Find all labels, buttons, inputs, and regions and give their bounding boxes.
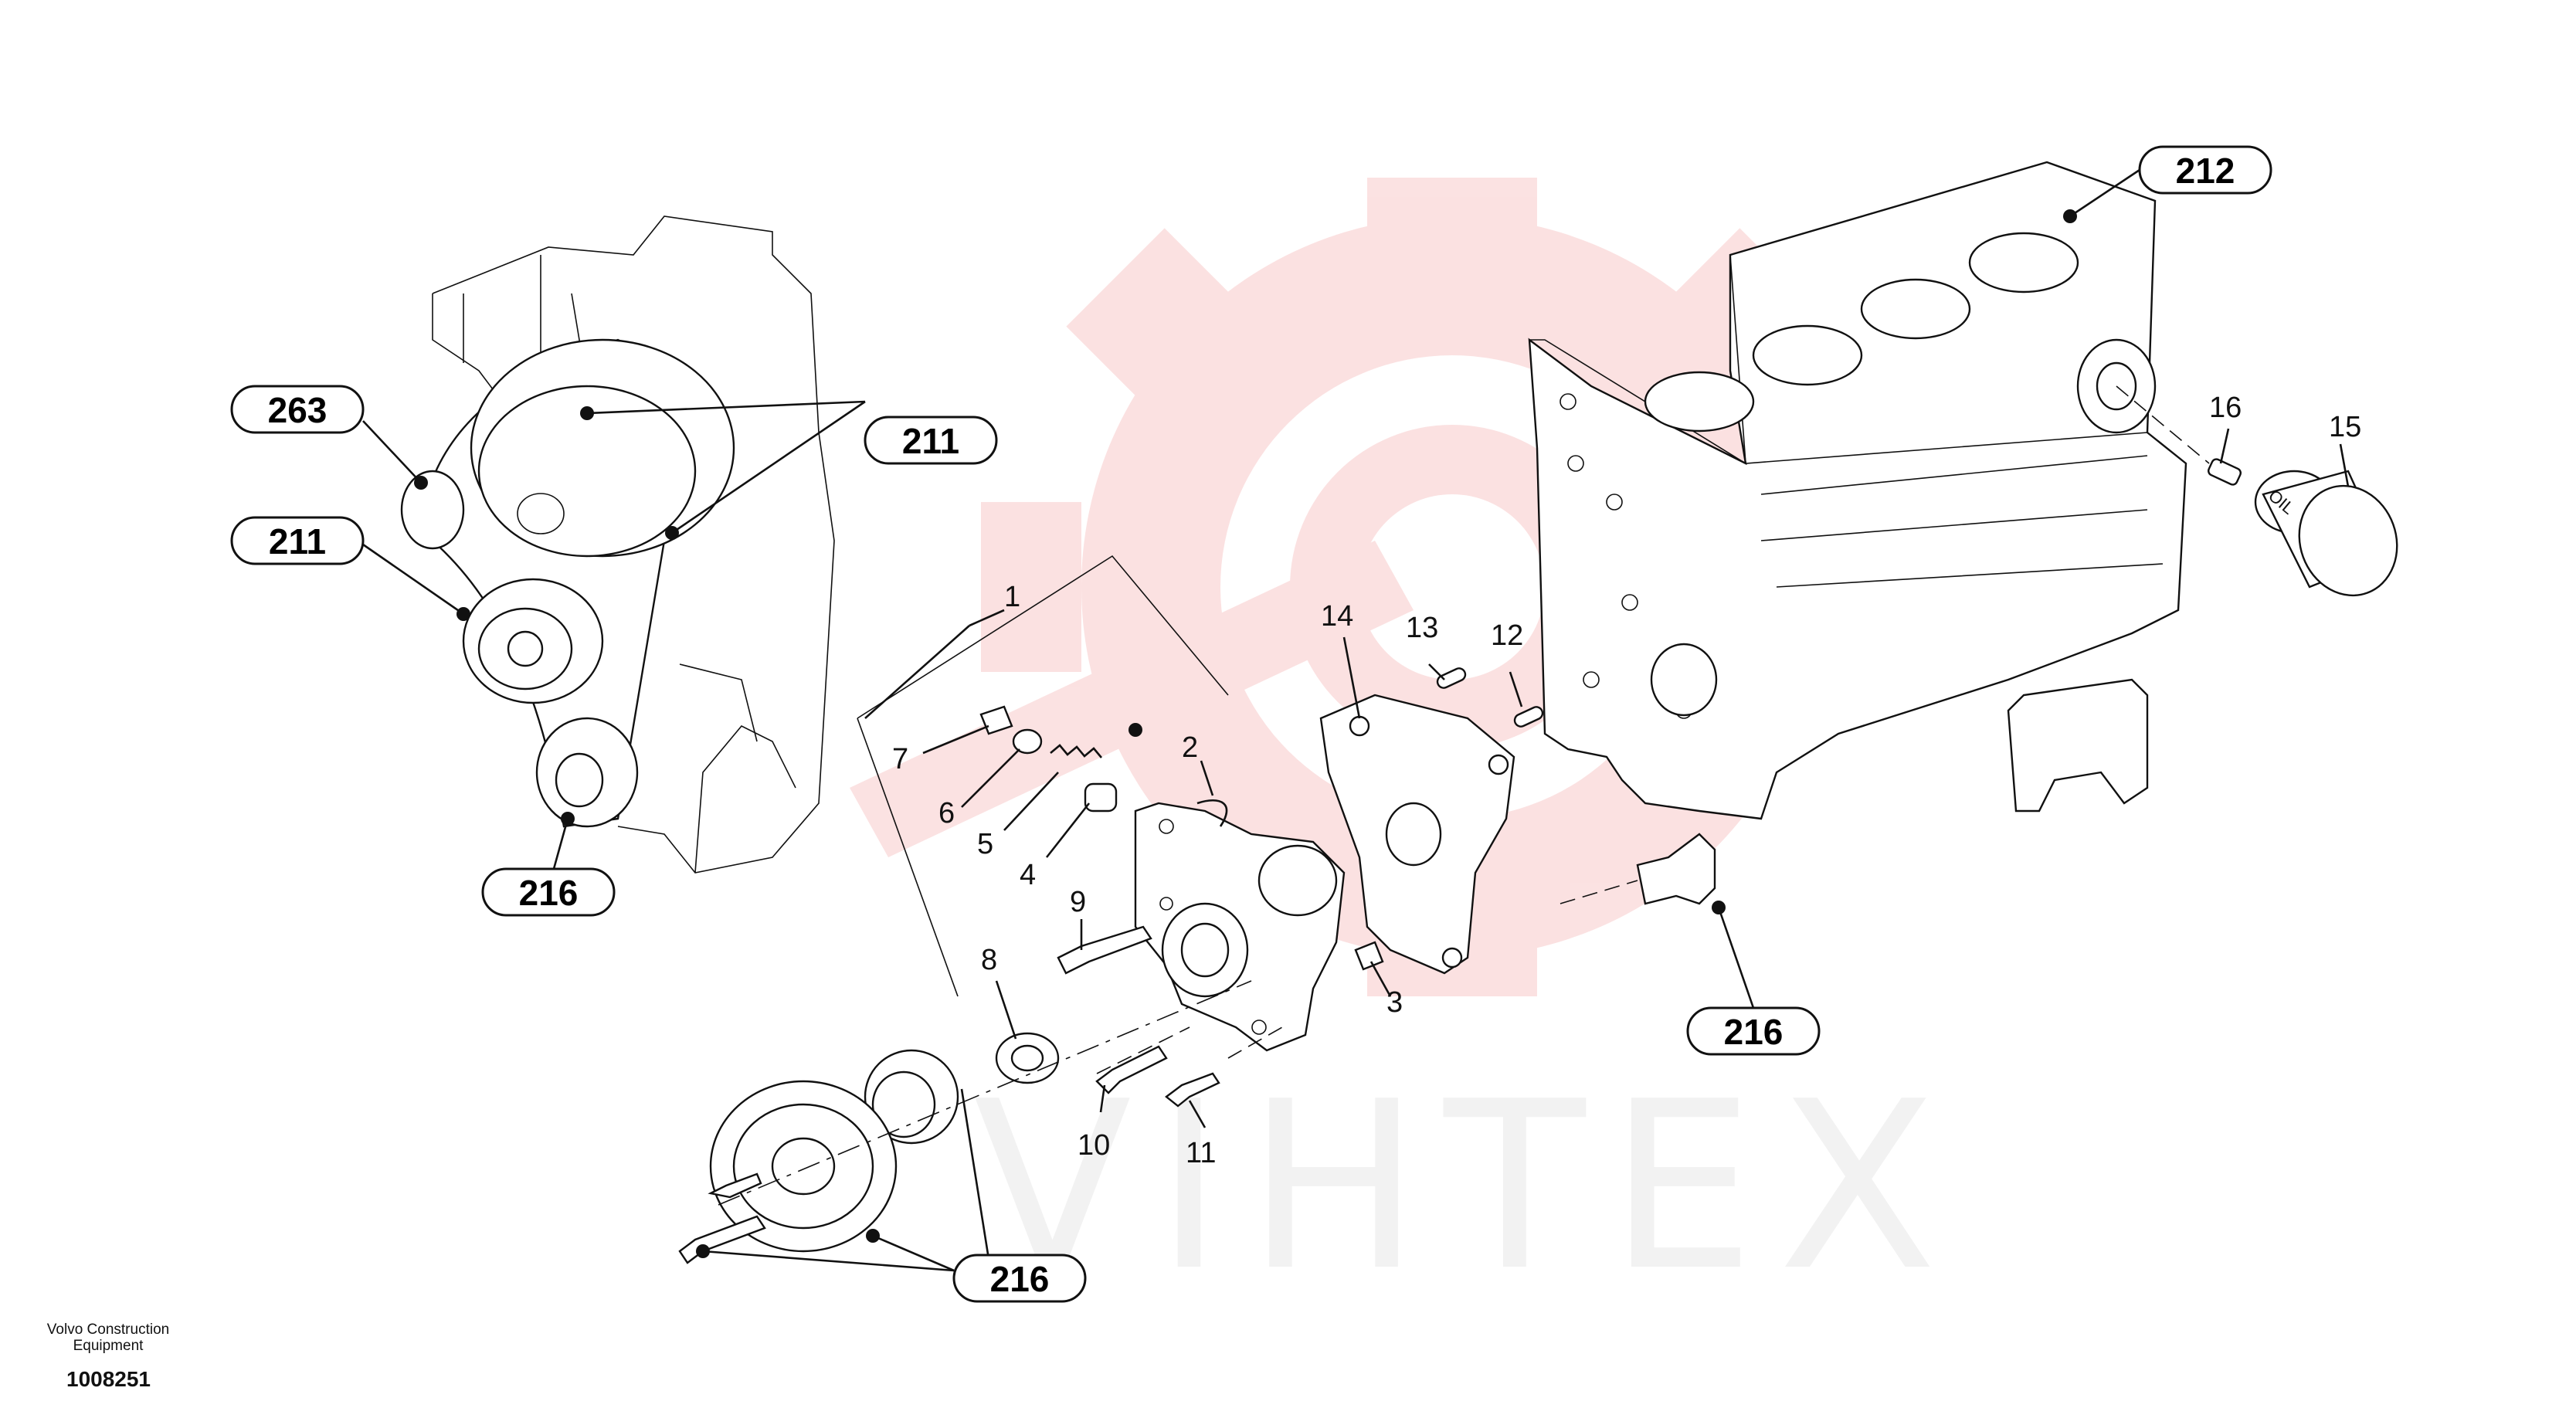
figure-number: 1008251 (66, 1367, 151, 1391)
svg-text:211: 211 (269, 521, 326, 562)
callout-211-top: 211 (864, 416, 998, 465)
part-number-3: 3 (1386, 986, 1403, 1019)
callout-211-left: 211 (230, 516, 365, 565)
part-number-10: 10 (1078, 1129, 1110, 1162)
part-number-16: 16 (2209, 392, 2242, 424)
brand-line-2: Equipment (73, 1338, 144, 1354)
part-number-1: 1 (1004, 581, 1020, 613)
part-number-4: 4 (1020, 859, 1036, 891)
part-number-14: 14 (1321, 600, 1353, 633)
svg-text:211: 211 (902, 421, 959, 461)
svg-text:212: 212 (2176, 151, 2235, 191)
timing-belt-assembly-drawing (400, 215, 835, 874)
part-number-9: 9 (1070, 886, 1086, 918)
part-number-7: 7 (892, 743, 908, 775)
part-leader-lines (864, 428, 2350, 1128)
part-numbers: 1 2 3 4 5 6 7 8 9 10 11 12 13 14 15 16 (892, 392, 2361, 1169)
svg-text:263: 263 (268, 390, 328, 430)
part-number-15: 15 (2329, 411, 2361, 443)
part-number-8: 8 (981, 944, 997, 976)
svg-text:216: 216 (519, 873, 579, 913)
callout-216-right: 216 (1686, 1006, 1821, 1056)
footer-brand: Volvo Construction Equipment (31, 1321, 185, 1354)
callout-216-bottom: 216 (952, 1254, 1087, 1303)
callout-212: 212 (2138, 145, 2272, 195)
callout-263: 263 (230, 385, 365, 434)
oil-pump-assembly-drawing (678, 555, 1544, 1264)
brand-line-1: Volvo Construction (46, 1321, 170, 1338)
watermark-text: VIHTEX (973, 1052, 1960, 1321)
part-number-2: 2 (1182, 731, 1198, 764)
svg-text:216: 216 (990, 1259, 1050, 1299)
engine-block-drawing: OIL (1528, 161, 2398, 905)
svg-text:216: 216 (1724, 1012, 1784, 1052)
callout-216-left: 216 (481, 867, 616, 917)
part-number-12: 12 (1491, 619, 1523, 652)
part-number-5: 5 (977, 828, 993, 860)
part-number-6: 6 (938, 797, 955, 830)
part-number-13: 13 (1406, 612, 1438, 644)
callout-leaders (362, 168, 2140, 1272)
part-number-11: 11 (1186, 1137, 1216, 1169)
